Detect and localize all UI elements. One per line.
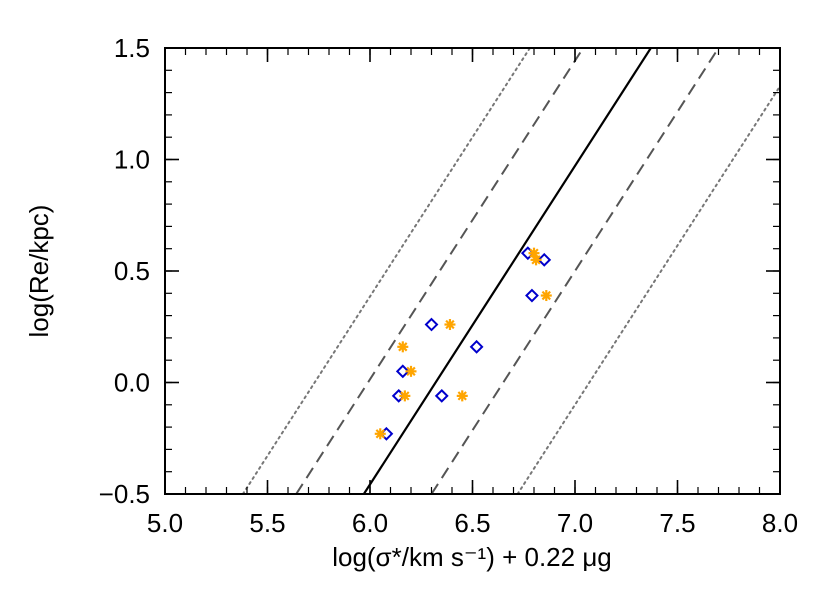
y-tick-label: 1.0 — [114, 145, 150, 175]
x-tick-label: 5.0 — [147, 508, 183, 538]
diamond-point — [395, 364, 410, 379]
y-tick-label: 0.0 — [114, 368, 150, 398]
diamond-point — [434, 388, 449, 403]
x-tick-label: 8.0 — [762, 508, 798, 538]
diamond-point — [424, 317, 439, 332]
y-axis-label: log(Re/kpc) — [24, 205, 54, 338]
dotted-line-4 — [516, 84, 780, 494]
plot-frame — [164, 47, 781, 495]
axis-ticks — [164, 47, 781, 495]
diamond-point — [525, 288, 539, 303]
asterisk-point — [405, 365, 417, 377]
asterisk-point — [530, 254, 542, 266]
y-tick-label: 1.5 — [114, 33, 150, 63]
data-points — [374, 246, 552, 441]
tick-labels: 5.0 5.5 6.0 6.5 7.0 7.5 8.0 −0.5 0.0 0.5 1.0 1.5 — [99, 33, 798, 538]
asterisk-point — [540, 290, 552, 302]
asterisk-point — [399, 390, 411, 402]
y-tick-label: 0.5 — [114, 256, 150, 286]
x-tick-label: 6.0 — [352, 508, 388, 538]
asterisk-point — [444, 319, 456, 331]
x-tick-label: 7.5 — [659, 508, 695, 538]
dashed-line-1 — [295, 48, 585, 494]
x-axis-label: log(σ*/km s⁻¹) + 0.22 μg — [332, 542, 612, 572]
dashed-line-2 — [430, 48, 720, 494]
dotted-line-3 — [241, 48, 531, 494]
x-tick-label: 6.5 — [454, 508, 490, 538]
reference-lines — [241, 48, 780, 494]
x-tick-label: 7.0 — [557, 508, 593, 538]
y-tick-label: −0.5 — [99, 479, 150, 509]
x-tick-label: 5.5 — [249, 508, 285, 538]
diamond-point — [537, 252, 552, 267]
diamond-point — [469, 339, 484, 354]
asterisk-point — [374, 428, 386, 440]
solid-line-0 — [362, 48, 652, 494]
asterisk-point — [397, 341, 409, 353]
asterisk-point — [456, 390, 468, 402]
